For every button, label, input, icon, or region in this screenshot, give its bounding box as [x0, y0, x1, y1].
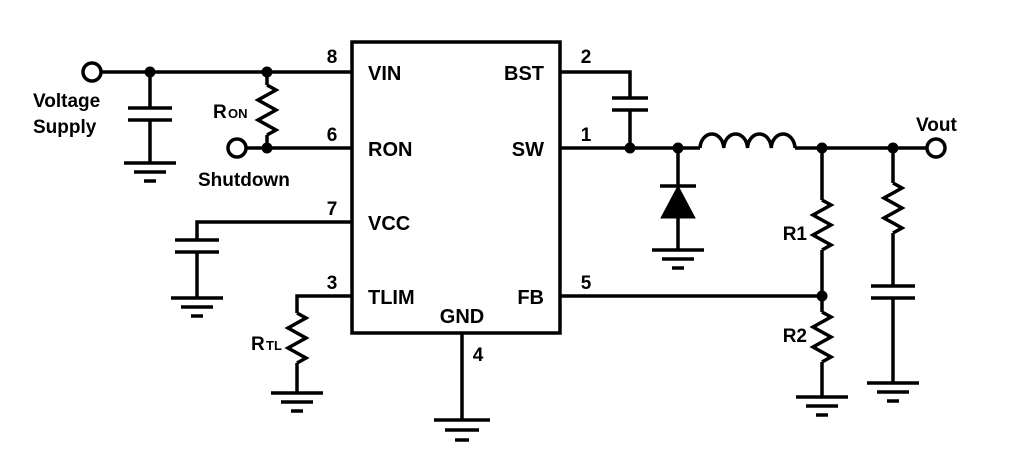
ron-resistor-label-subscript: ON [228, 106, 248, 121]
r2-resistor [809, 310, 835, 364]
voltage-supply-terminal [81, 61, 103, 83]
voltage-supply-label-line1: Voltage [33, 91, 100, 112]
ground-symbol-rtl [271, 391, 323, 413]
vcc-capacitor [175, 238, 219, 254]
diode [660, 184, 696, 219]
ron-resistor [254, 83, 280, 137]
rtl-resistor-label: R [251, 334, 265, 355]
ic-block: VIN RON VCC TLIM BST SW FB GND 8 6 7 3 2… [327, 40, 592, 366]
vout-terminal [925, 137, 947, 159]
junction-bst-cap [624, 142, 636, 154]
wire-vcc [195, 220, 352, 240]
tlim-section: R TL [251, 294, 352, 413]
vout-label: Vout [916, 115, 957, 136]
ic-pin-label-vin: VIN [368, 63, 401, 85]
rtl-resistor-label-subscript: TL [266, 338, 282, 353]
shutdown-terminal [226, 137, 248, 159]
ground-symbol-output [867, 381, 919, 403]
ron-shutdown-section: R ON Shutdown [198, 72, 352, 191]
input-capacitor [128, 106, 172, 122]
ic-pin-label-bst: BST [504, 63, 544, 85]
pin-number-4: 4 [473, 345, 484, 366]
r1-label: R1 [783, 224, 808, 245]
ground-symbol-vcc [171, 296, 223, 318]
esr-resistor [880, 181, 906, 235]
pin-number-1: 1 [581, 125, 592, 146]
ic-outline [350, 40, 562, 335]
pin-number-7: 7 [327, 199, 338, 220]
ground-symbol-r2 [796, 395, 848, 417]
output-capacitor [871, 284, 915, 300]
pin-number-6: 6 [327, 125, 338, 146]
ground-symbol-input [124, 161, 176, 183]
pin-number-3: 3 [327, 273, 338, 294]
rtl-resistor [284, 311, 310, 365]
feedback-section: R1 R2 [560, 148, 848, 417]
ground-symbol-ic [434, 418, 490, 442]
inductor [698, 132, 797, 149]
vcc-section [171, 220, 352, 318]
input-section: Voltage Supply [33, 61, 352, 183]
ic-pin-label-fb: FB [517, 287, 544, 309]
ic-pin-label-gnd: GND [440, 306, 484, 328]
shutdown-label: Shutdown [198, 170, 290, 191]
ground-symbol-diode [652, 248, 704, 270]
pin-number-8: 8 [327, 47, 338, 68]
ic-pin-label-ron: RON [368, 139, 412, 161]
ic-pin-label-vcc: VCC [368, 213, 410, 235]
junction-ron-bottom [261, 142, 273, 154]
bst-capacitor [612, 96, 648, 112]
pin-number-5: 5 [581, 273, 592, 294]
pin-number-2: 2 [581, 47, 592, 68]
ron-resistor-label: R [213, 102, 227, 123]
wire-bst [560, 70, 632, 98]
ic-pin-label-tlim: TLIM [368, 287, 415, 309]
output-cap-section [867, 148, 919, 403]
bst-section [560, 70, 648, 148]
wire-tlim [295, 294, 352, 313]
r1-resistor [809, 198, 835, 252]
ic-pin-label-sw: SW [512, 139, 544, 161]
gnd-section [434, 333, 490, 442]
voltage-supply-label-line2: Supply [33, 117, 97, 138]
r2-label: R2 [783, 326, 807, 347]
